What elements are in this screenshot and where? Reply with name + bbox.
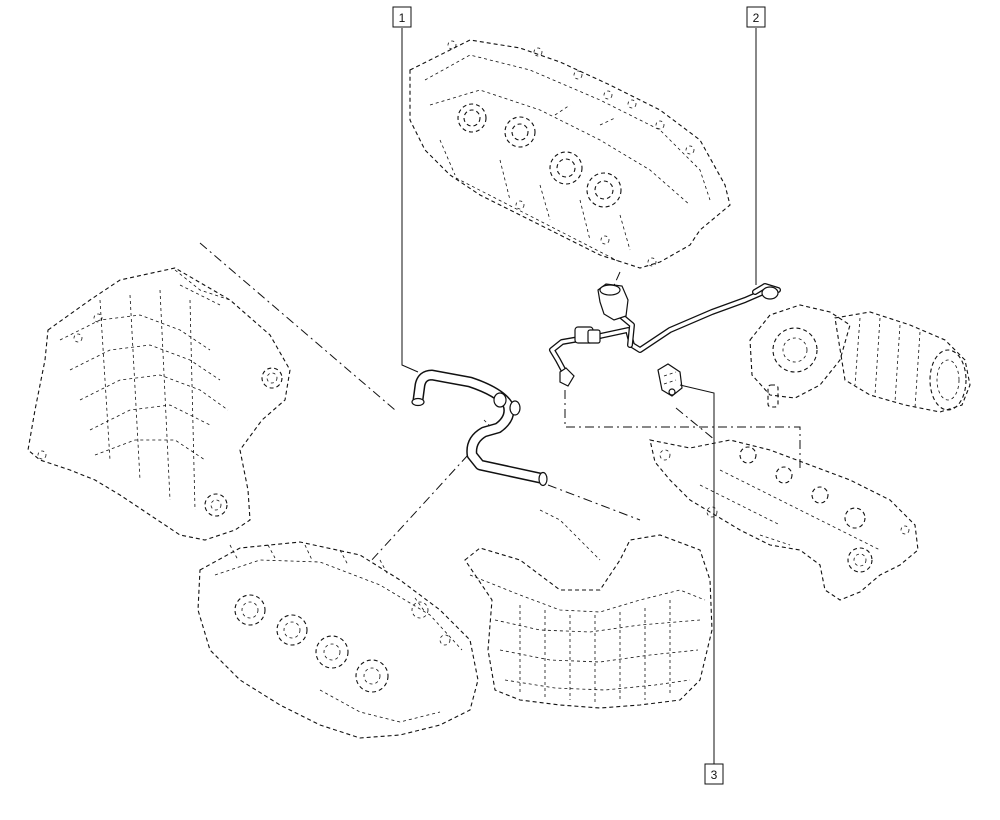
clip-part-3[interactable]	[657, 363, 683, 397]
callout-2-label: 2	[753, 11, 760, 25]
intake-manifold-ghost	[27, 267, 291, 541]
leader-lines	[199, 242, 801, 563]
oil-vapour-pipe-part-2[interactable]	[549, 283, 781, 387]
callout-2: 2	[746, 6, 766, 285]
callout-3-label: 3	[711, 768, 718, 782]
cylinder-head-cover-ghost	[409, 39, 731, 269]
callout-1: 1	[392, 6, 419, 373]
throttle-body-ghost	[749, 304, 971, 413]
breather-hose-part-1[interactable]	[411, 369, 548, 487]
valve-cover-ghost	[197, 541, 479, 739]
engine-undertray-ghost	[464, 509, 713, 709]
exhaust-manifold-ghost	[649, 439, 919, 601]
callout-3: 3	[679, 384, 724, 785]
callout-1-label: 1	[399, 11, 406, 25]
